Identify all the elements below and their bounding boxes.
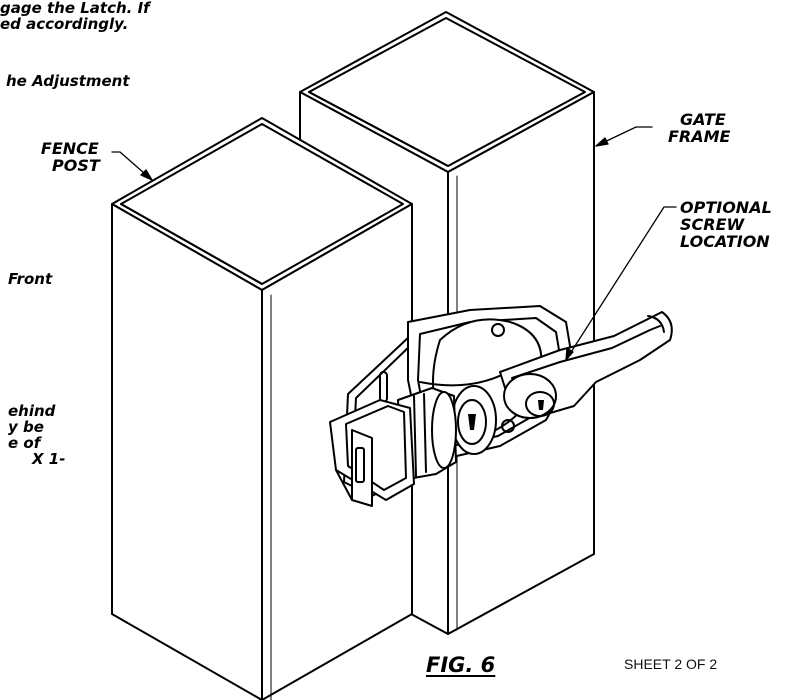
note-fragment-3: Front <box>8 270 53 288</box>
note-fragment-1: gage the Latch. If ed accordingly. <box>0 0 150 33</box>
gate-frame-label: GATE FRAME <box>668 110 731 146</box>
note-fragment-4: ehind y be e of X 1- <box>8 402 66 468</box>
figure-label: FIG. 6 <box>426 653 496 677</box>
latch-bolt <box>397 387 457 481</box>
striker-block <box>329 399 415 507</box>
note-fragment-2: he Adjustment <box>6 72 130 90</box>
latch-handle <box>499 311 673 419</box>
sheet-number: SHEET 2 OF 2 <box>624 656 718 672</box>
optional-screw-location-label: OPTIONAL SCREW LOCATION <box>680 198 772 251</box>
fence-post-label: FENCE POST <box>40 139 100 175</box>
leader-lines <box>111 126 677 361</box>
